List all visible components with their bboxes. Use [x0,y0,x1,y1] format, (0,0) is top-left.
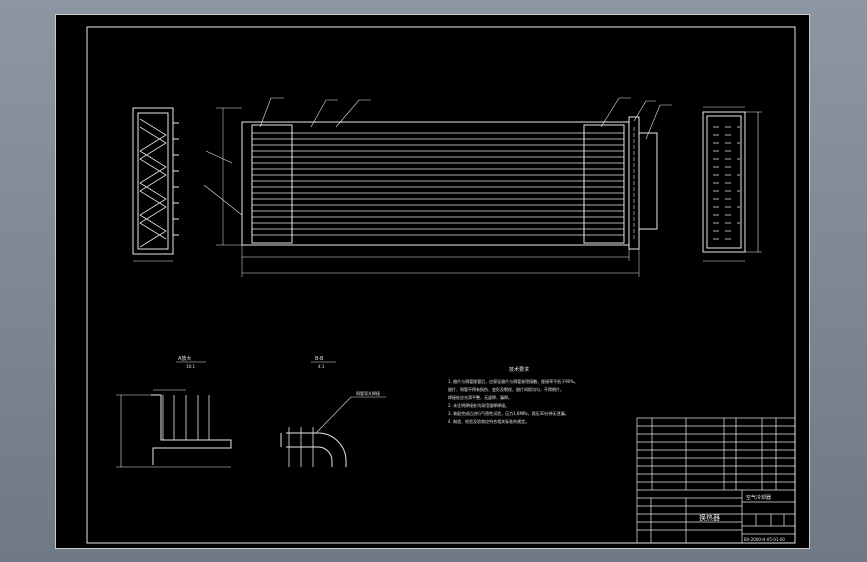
section-b-scale: 4:1 [318,364,325,369]
section-b-detail [280,361,386,467]
tube-callout: 铜管弯头焊接 [356,390,380,396]
drawing-viewport[interactable]: A放大 10:1 B-B 4:1 铜管弯头焊接 技术要求 1. 翅片与铜管胀管后… [55,14,810,549]
tech-requirement-line: 1. 翅片与铜管胀管后，应保证翅片与铜管紧密接触，胀接率不低于90%。 [448,378,578,384]
right-end-view [702,106,762,262]
title-block-product-name: 空气冷却器 [746,494,771,501]
tech-requirement-line: 翅片、铜管不得有损伤、变形及裂纹，翅片间距均匀，不得倒片。 [448,386,564,392]
drawing-sheet: A放大 10:1 B-B 4:1 铜管弯头焊接 技术要求 1. 翅片与铜管胀管后… [86,26,796,544]
front-view [203,97,672,277]
title-block-drawing-number: BX-2000-H-05-01-00 [744,537,785,542]
tech-requirements-list: 1. 翅片与铜管胀管后，应保证翅片与铜管紧密接触，胀接率不低于90%。 翅片、铜… [448,378,578,424]
drawing-border [86,26,796,544]
section-a-detail [116,361,232,468]
tech-requirement-line: 焊接处应光滑平整，无虚焊、漏焊。 [448,394,512,400]
section-a-title: A放大 [178,355,191,362]
tech-requirement-line: 2. 未注明焊接处均采用银焊焊接。 [448,402,509,408]
title-block-part-name: 换热器 [699,513,720,522]
tech-requirement-line: 3. 装配完成后进行气密性试验，压力1.6MPa，保压30分钟无泄漏。 [448,410,569,416]
tech-requirement-line: 4. 制造、检验及验收应符合相关标准的规定。 [448,418,529,424]
tech-requirements-title: 技术要求 [509,366,529,373]
left-side-view [132,107,179,262]
title-block [636,417,796,544]
section-b-title: B-B [315,356,324,362]
section-a-scale: 10:1 [186,364,195,369]
